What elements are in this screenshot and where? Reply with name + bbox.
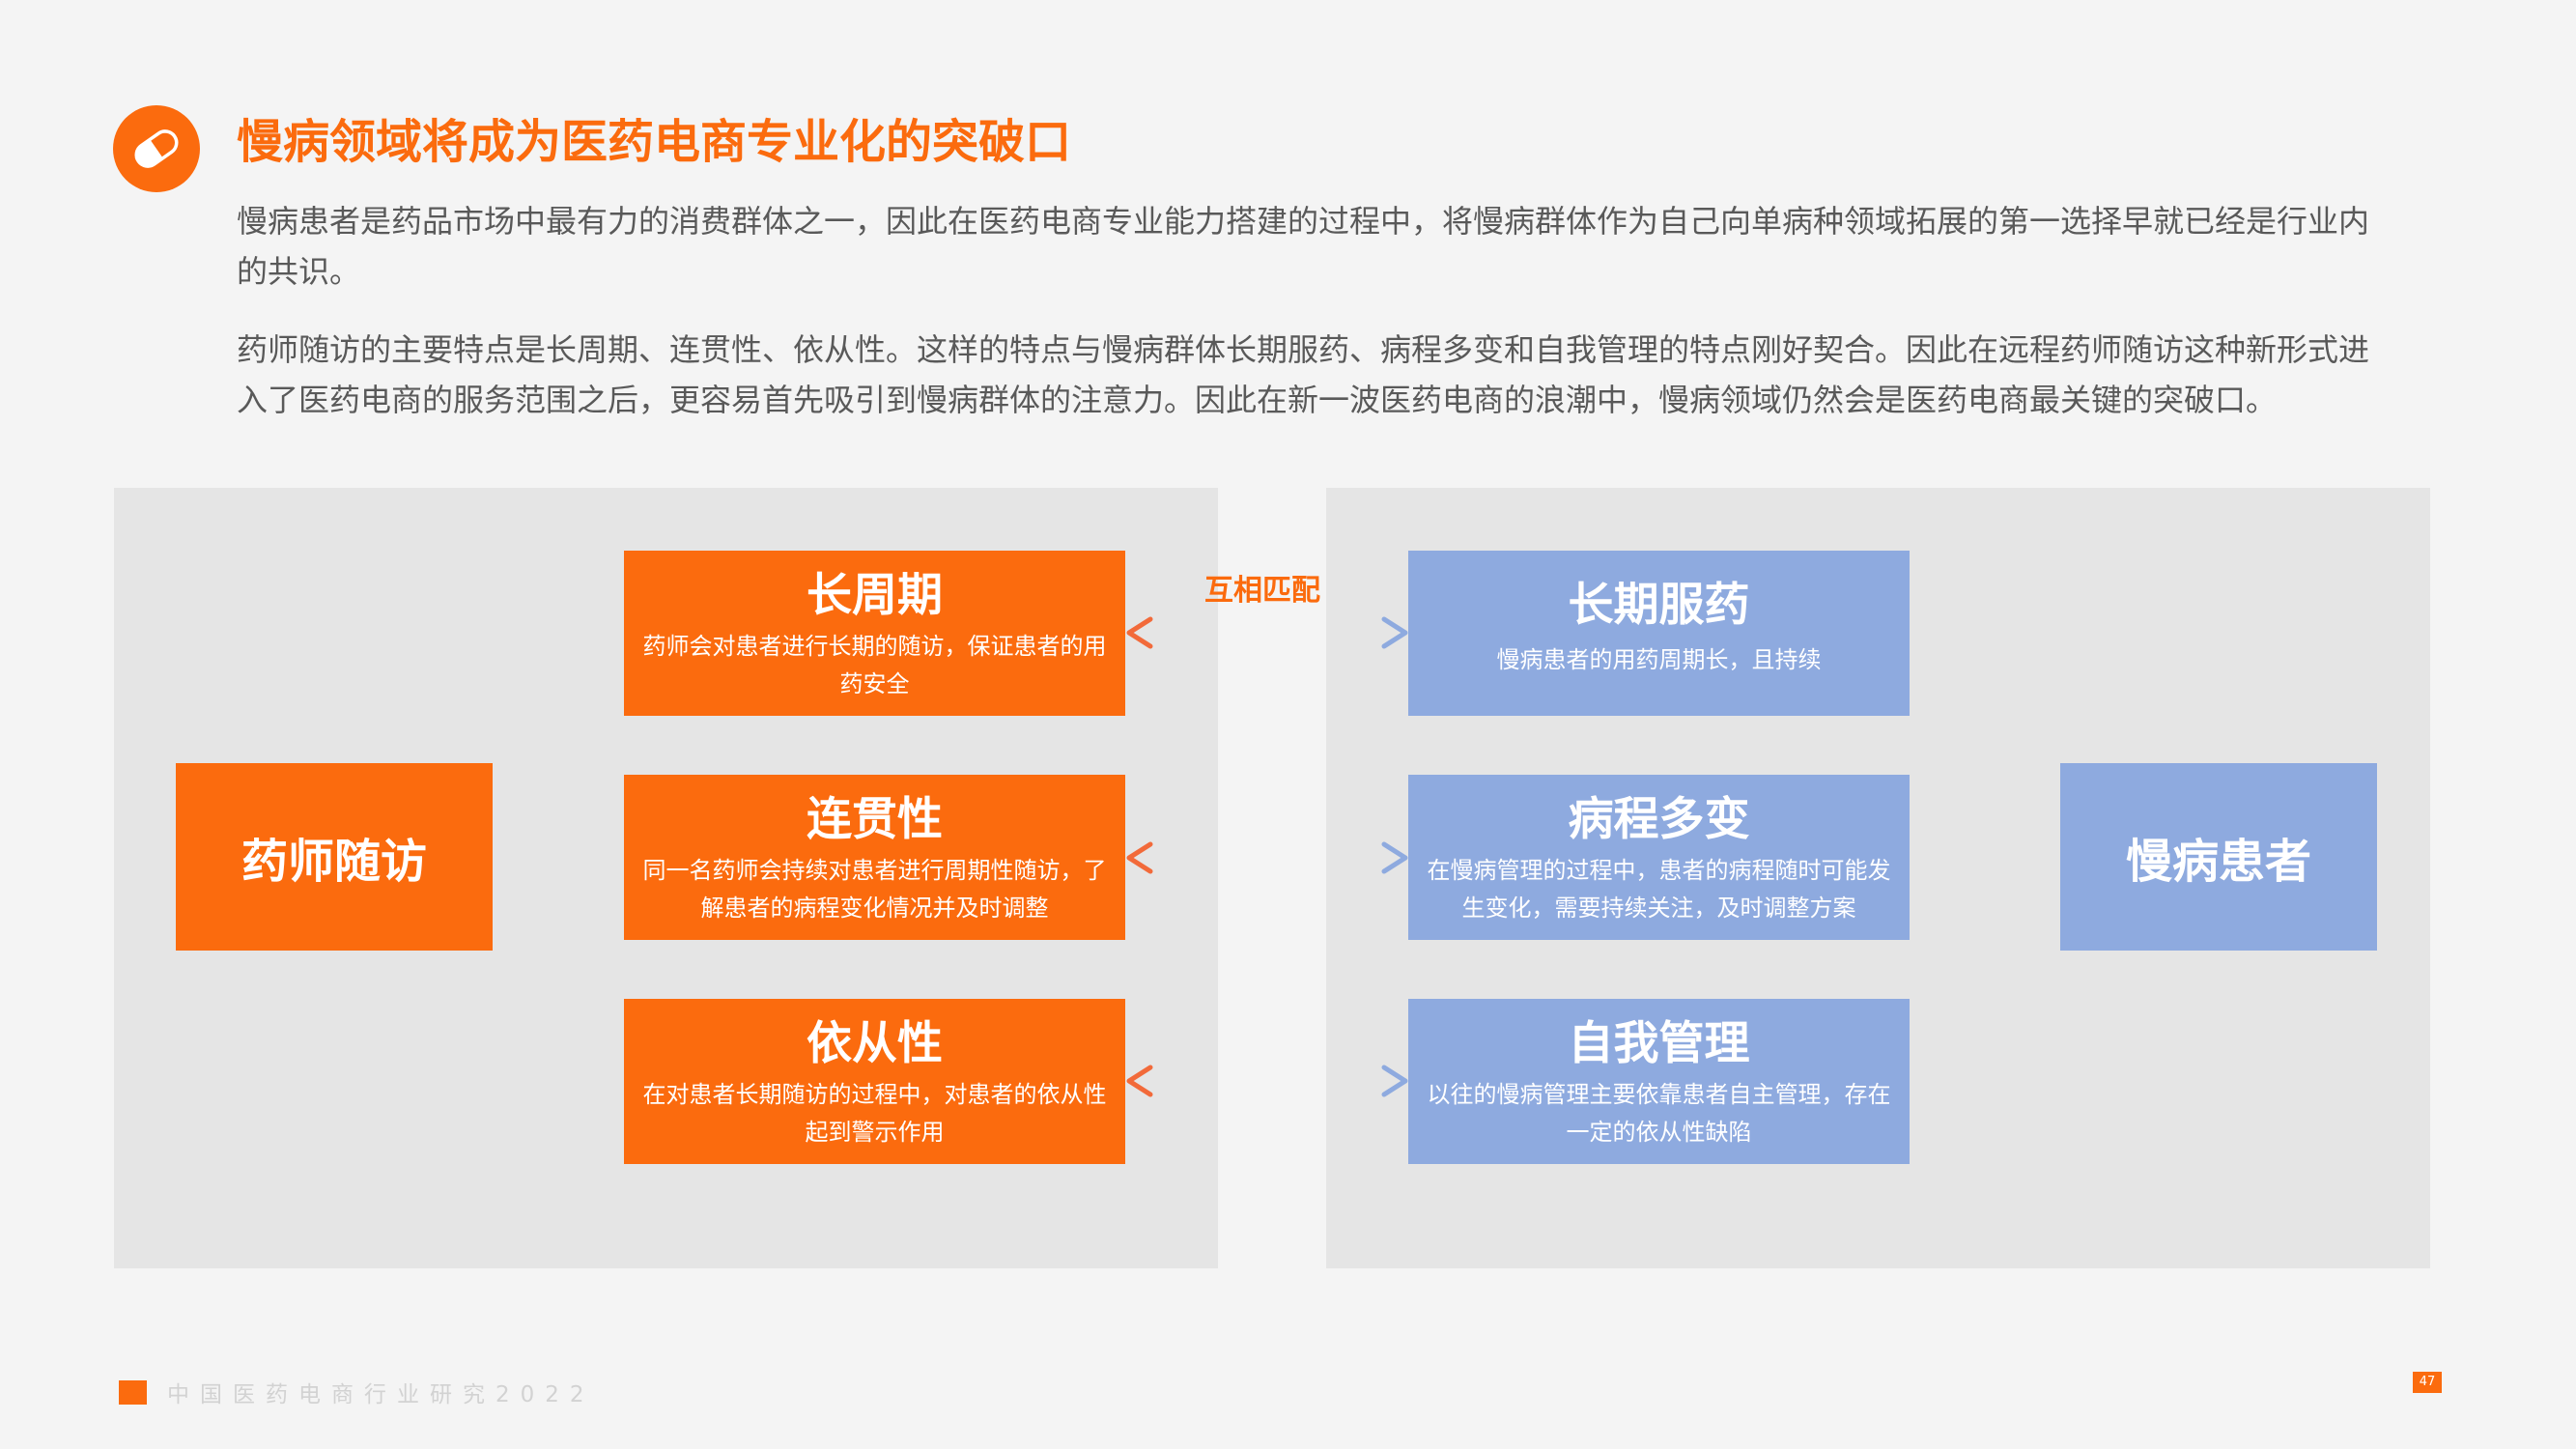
page-title: 慢病领域将成为医药电商专业化的突破口 <box>237 115 1072 169</box>
left-card-long-cycle: 长周期 药师会对患者进行长期的随访，保证患者的用药安全 <box>624 551 1125 716</box>
page-number: 47 <box>2413 1372 2442 1393</box>
card-desc: 慢病患者的用药周期长，且持续 <box>1496 646 1822 673</box>
card-desc: 以往的慢病管理主要依靠患者自主管理，存在一定的依从性缺陷 <box>1427 1081 1891 1146</box>
left-card-continuity: 连贯性 同一名药师会持续对患者进行周期性随访，了解患者的病程变化情况并及时调整 <box>624 775 1125 940</box>
double-arrow-icon <box>1126 1065 1408 1097</box>
card-desc: 在慢病管理的过程中，患者的病程随时可能发生变化，需要持续关注，及时调整方案 <box>1427 857 1891 922</box>
card-title: 依从性 <box>807 1017 943 1070</box>
card-title: 长周期 <box>807 569 943 622</box>
right-card-long-term-medication: 长期服药 慢病患者的用药周期长，且持续 <box>1408 551 1910 716</box>
footer-report-name: 中国医药电商行业研究2022 <box>167 1382 595 1407</box>
right-card-variable-course: 病程多变 在慢病管理的过程中，患者的病程随时可能发生变化，需要持续关注，及时调整… <box>1408 775 1910 940</box>
double-arrow-icon <box>1126 616 1408 649</box>
double-arrow-icon <box>1126 841 1408 874</box>
card-desc: 同一名药师会持续对患者进行周期性随访，了解患者的病程变化情况并及时调整 <box>642 857 1107 922</box>
card-title: 连贯性 <box>807 793 943 846</box>
chronic-patient-box: 慢病患者 <box>2060 763 2377 951</box>
left-card-compliance: 依从性 在对患者长期随访的过程中，对患者的依从性起到警示作用 <box>624 999 1125 1164</box>
card-title: 长期服药 <box>1568 579 1750 632</box>
intro-paragraph: 慢病患者是药品市场中最有力的消费群体之一，因此在医药电商专业能力搭建的过程中，将… <box>237 203 2370 290</box>
detail-paragraph: 药师随访的主要特点是长周期、连贯性、依从性。这样的特点与慢病群体长期服药、病程多… <box>237 331 2370 418</box>
footer-marker <box>119 1380 147 1405</box>
match-label: 互相匹配 <box>1204 574 1320 608</box>
pill-icon <box>113 105 200 192</box>
right-card-self-management: 自我管理 以往的慢病管理主要依靠患者自主管理，存在一定的依从性缺陷 <box>1408 999 1910 1164</box>
card-desc: 在对患者长期随访的过程中，对患者的依从性起到警示作用 <box>642 1081 1107 1146</box>
card-title: 病程多变 <box>1568 793 1750 846</box>
card-title: 自我管理 <box>1568 1017 1750 1070</box>
pharmacist-followup-box: 药师随访 <box>176 763 493 951</box>
card-desc: 药师会对患者进行长期的随访，保证患者的用药安全 <box>642 633 1107 697</box>
